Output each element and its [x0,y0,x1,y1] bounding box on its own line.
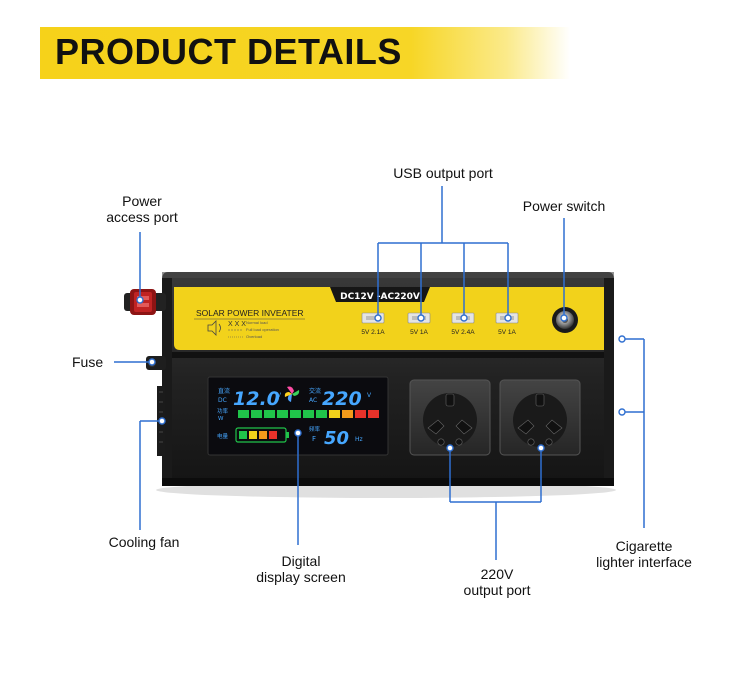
lcd-dc-cn: 直流 [218,387,230,395]
title-banner [40,27,570,79]
lcd-power-unit: W [218,416,224,422]
callout-digital-display: Digital display screen [256,553,346,585]
lcd-ac-label: AC [309,397,317,404]
usb-port-1-label: 5V 2.1A [361,329,385,336]
callout-220v-output-port: 220V output port [463,566,531,598]
power-access-port-icon [124,289,166,315]
lcd-dc-value: 12.0 [233,388,280,410]
callout-cigarette-lighter: Cigarette lighter interface [596,538,692,570]
lcd-power-cn: 功率 [217,407,229,415]
callout-power-access-port: Power access port [106,193,178,225]
fan-icon [284,386,300,402]
lcd-battery-cn: 电量 [217,432,229,440]
callout-usb-output-port: USB output port [393,165,493,181]
indicator-marks: X X X [228,321,246,328]
digital-display-screen: 直流 DC 12.0 V 交流 AC 220 V 功率 W [207,376,389,456]
callout-cooling-fan: Cooling fan [108,534,180,550]
lcd-dc-unit: V [277,392,282,399]
lcd-freq-label: F [312,435,316,443]
lcd-freq-cn: 频率 [309,425,321,433]
lcd-ac-value: 220 [322,388,362,410]
lcd-dc-label: DC [218,397,227,404]
lcd-freq-value: 50 [324,428,349,449]
usb-port-2-label: 5V 1A [410,329,428,336]
lcd-ac-cn: 交流 [309,387,321,395]
usb-port-3-label: 5V 2.4A [451,329,475,336]
brand-label: SOLAR POWER INVEATER [196,308,304,318]
callout-fuse: Fuse [72,354,104,370]
battery-icon [235,427,289,443]
lcd-freq-unit: Hz [355,436,363,443]
speaker-icon [207,320,221,336]
power-bar [238,410,379,418]
legend-normal: Normal load [246,320,268,325]
page-title: PRODUCT DETAILS [55,31,402,72]
lcd-ac-unit: V [367,392,372,399]
legend-overload: Overload [246,334,262,339]
legend-full-load: Full load operation [246,327,279,332]
ac-socket-2 [499,379,581,456]
usb-port-4-label: 5V 1A [498,329,516,336]
callout-power-switch: Power switch [522,198,606,214]
yellow-control-panel: DC12V -AC220V SOLAR POWER INVEATER X X X… [174,287,604,350]
callout-dots [136,296,626,452]
callout-lines [114,186,645,560]
ac-socket-1 [409,379,491,456]
voltage-label: DC12V -AC220V [340,292,420,302]
